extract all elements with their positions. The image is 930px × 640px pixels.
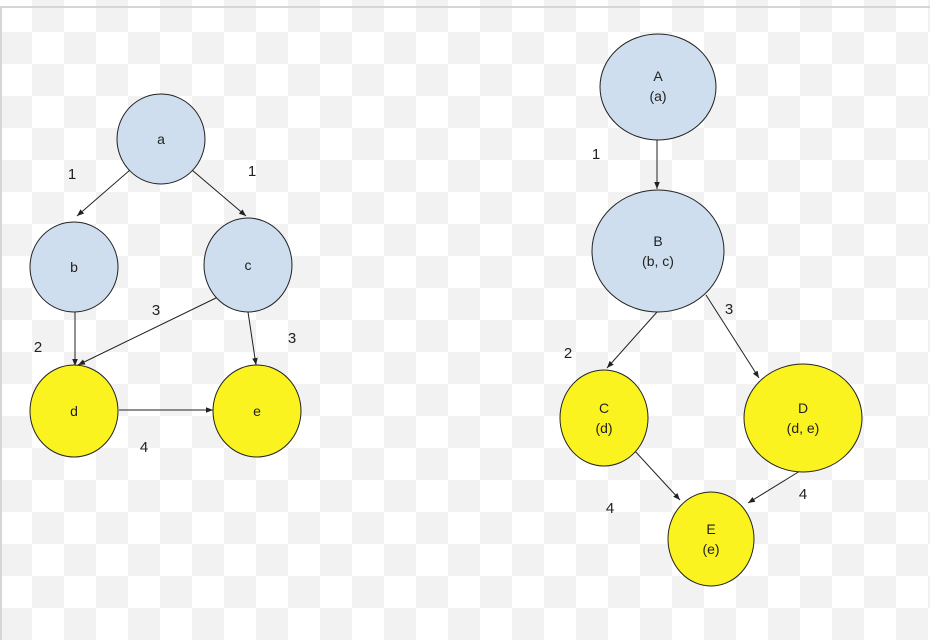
node-D-shape xyxy=(743,363,863,473)
edge-weight-c-e: 3 xyxy=(288,330,296,347)
node-C-shape xyxy=(559,369,649,467)
node-d[interactable]: d xyxy=(29,364,119,458)
edge-weight-B-C: 2 xyxy=(564,345,572,362)
canvas-top-border xyxy=(0,6,930,8)
node-C-label: C xyxy=(599,400,609,416)
edge-B-C xyxy=(606,311,658,369)
right-graph-edges xyxy=(606,140,801,504)
node-e-shape xyxy=(212,364,302,458)
node-C[interactable]: C (d) xyxy=(559,369,649,467)
edge-a-c xyxy=(191,169,247,217)
edge-weight-d-e: 4 xyxy=(140,439,148,456)
edge-c-d xyxy=(77,296,219,366)
node-E-label: E xyxy=(706,521,715,537)
edge-weight-a-b: 1 xyxy=(68,166,76,183)
node-B-shape xyxy=(591,189,725,313)
edge-weight-C-E: 4 xyxy=(606,500,614,517)
edge-c-e xyxy=(247,311,258,366)
node-D-label: D xyxy=(798,400,808,416)
edge-weight-A-B: 1 xyxy=(592,146,600,163)
edge-weight-B-D: 3 xyxy=(725,301,733,318)
node-A-shape xyxy=(599,33,717,141)
node-B[interactable]: B (b, c) xyxy=(591,189,725,313)
node-B-members: (b, c) xyxy=(642,253,674,269)
edge-C-E xyxy=(633,449,681,501)
node-e-label: e xyxy=(253,403,261,419)
node-a[interactable]: a xyxy=(116,93,206,185)
edge-a-b xyxy=(76,169,131,217)
node-e[interactable]: e xyxy=(212,364,302,458)
node-b-label: b xyxy=(70,259,78,275)
node-A[interactable]: A (a) xyxy=(599,33,717,141)
edge-weight-D-E: 4 xyxy=(799,486,807,503)
canvas-left-border xyxy=(0,6,2,640)
node-a-label: a xyxy=(157,131,165,147)
right-graph-edge-weights: 1 2 3 4 4 xyxy=(564,146,807,517)
node-A-members: (a) xyxy=(649,88,666,104)
left-graph-edges xyxy=(72,169,258,413)
left-graph-edge-weights: 1 1 2 3 3 4 xyxy=(34,163,296,456)
edge-B-D xyxy=(705,294,760,379)
node-A-label: A xyxy=(653,68,663,84)
right-graph-nodes: A (a) B (b, c) C (d) D (d, e) E (e) xyxy=(559,33,863,587)
node-B-label: B xyxy=(653,233,662,249)
node-D[interactable]: D (d, e) xyxy=(743,363,863,473)
node-b-shape xyxy=(29,221,119,313)
node-C-members: (d) xyxy=(595,420,612,436)
node-E-members: (e) xyxy=(702,541,719,557)
node-c[interactable]: c xyxy=(203,217,293,313)
edge-weight-a-c: 1 xyxy=(248,163,256,180)
node-E-shape xyxy=(667,491,755,587)
node-c-shape xyxy=(203,217,293,313)
left-graph-nodes: a b c d e xyxy=(29,93,302,458)
node-D-members: (d, e) xyxy=(787,420,820,436)
edge-weight-b-d: 2 xyxy=(34,339,42,356)
node-b[interactable]: b xyxy=(29,221,119,313)
node-d-label: d xyxy=(70,403,78,419)
edge-weight-c-d: 3 xyxy=(152,302,160,319)
edge-D-E xyxy=(747,470,801,504)
node-d-shape xyxy=(29,364,119,458)
node-E[interactable]: E (e) xyxy=(667,491,755,587)
node-c-label: c xyxy=(245,257,252,273)
node-a-shape xyxy=(116,93,206,185)
